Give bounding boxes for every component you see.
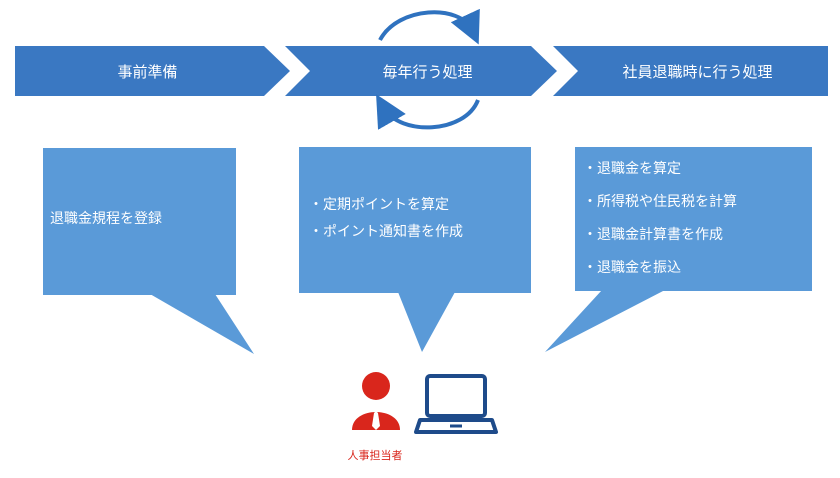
speech-box-2 xyxy=(299,147,531,352)
step-label-1: 事前準備 xyxy=(117,62,178,81)
step-arrow-3 xyxy=(553,46,828,96)
box-3-item: ・退職金計算書を作成 xyxy=(583,227,723,243)
box-2-item: ・ポイント通知書を作成 xyxy=(309,224,463,240)
person-label: 人事担当者 xyxy=(347,449,403,462)
step-label-3: 社員退職時に行う処理 xyxy=(622,62,773,81)
step-arrow-2 xyxy=(285,46,557,96)
box-text-3: ・退職金を算定 ・所得税や住民税を計算 ・退職金計算書を作成 ・退職金を振込 xyxy=(583,153,737,285)
box-3-item: ・所得税や住民税を計算 xyxy=(583,194,737,210)
box-1-item: 退職金規程を登録 xyxy=(50,211,162,227)
speech-box-3 xyxy=(545,147,812,352)
cycle-arrows-icon xyxy=(376,8,480,130)
box-3-item: ・退職金を振込 xyxy=(583,260,681,276)
person-icon xyxy=(352,372,400,430)
step-arrow-1 xyxy=(15,46,290,96)
box-2-item: ・定期ポイントを算定 xyxy=(309,197,449,213)
box-text-1: 退職金規程を登録 xyxy=(50,208,162,230)
speech-box-1 xyxy=(43,148,254,354)
laptop-icon xyxy=(414,374,498,434)
step-label-2: 毎年行う処理 xyxy=(382,62,473,81)
box-3-item: ・退職金を算定 xyxy=(583,161,681,177)
box-text-2: ・定期ポイントを算定 ・ポイント通知書を作成 xyxy=(309,192,463,246)
